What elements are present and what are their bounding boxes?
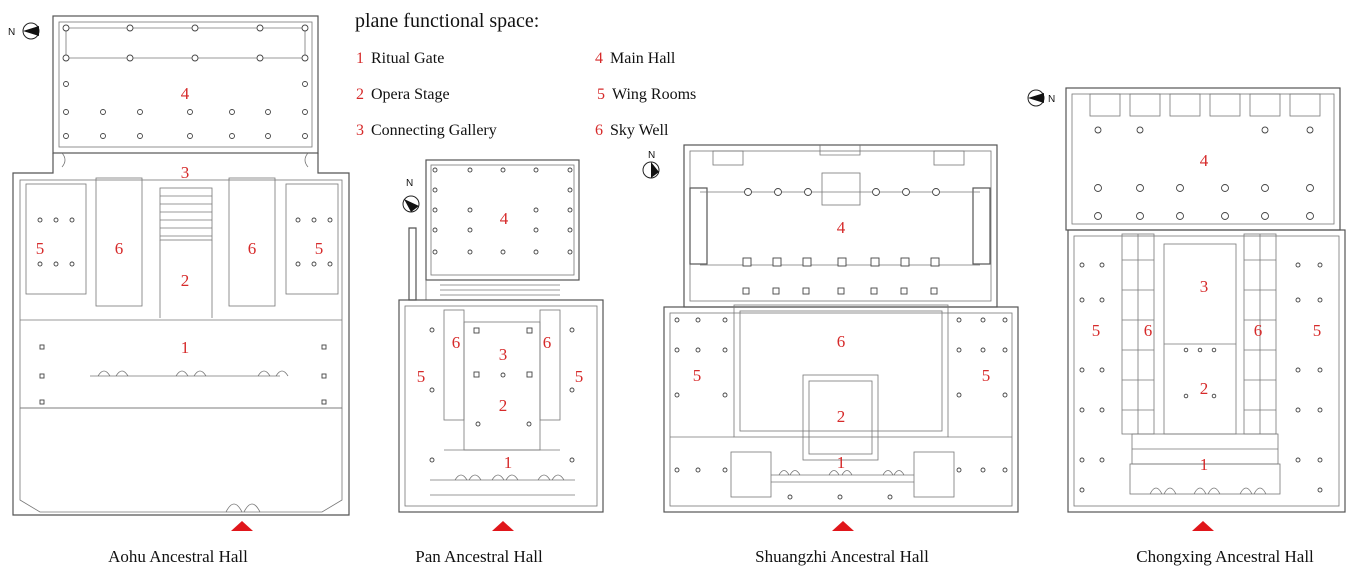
door-icons <box>61 152 309 513</box>
legend-label-3: Connecting Gallery <box>371 122 497 139</box>
gallery-columns <box>429 327 575 463</box>
space-label: 5 <box>982 366 991 385</box>
columns <box>1094 126 1314 220</box>
north-label: N <box>406 178 413 189</box>
space-label: 6 <box>543 333 552 352</box>
space-label: 6 <box>1254 321 1263 340</box>
space-label: 2 <box>181 271 190 290</box>
space-label: 2 <box>837 407 846 426</box>
wing-columns <box>1079 262 1323 493</box>
space-label: 1 <box>504 453 513 472</box>
columns <box>742 188 940 295</box>
space-label: 5 <box>315 239 324 258</box>
legend-num-1: 1 <box>356 50 364 67</box>
space-label: 4 <box>181 84 190 103</box>
space-label: 5 <box>36 239 45 258</box>
legend-num-4: 4 <box>595 50 603 67</box>
north-label: N <box>1048 94 1055 105</box>
space-label: 1 <box>837 453 846 472</box>
paving-grid <box>1122 234 1276 434</box>
legend-num-5: 5 <box>597 86 605 103</box>
space-label: 5 <box>575 367 584 386</box>
space-label: 5 <box>693 366 702 385</box>
legend-label-1: Ritual Gate <box>371 50 444 67</box>
space-label: 6 <box>1144 321 1153 340</box>
north-arrow-icon: N <box>8 22 40 40</box>
plan-caption: Aohu Ancestral Hall <box>108 547 248 566</box>
legend-label-5: Wing Rooms <box>612 86 696 103</box>
space-label: 3 <box>181 163 190 182</box>
plan-aohu: N <box>8 15 350 566</box>
legend-label-4: Main Hall <box>610 50 676 67</box>
legend: plane functional space: 1 Ritual Gate 2 … <box>355 10 696 139</box>
plan-caption: Shuangzhi Ancestral Hall <box>755 547 929 566</box>
space-label: 5 <box>1092 321 1101 340</box>
space-label: 6 <box>452 333 461 352</box>
north-label: N <box>8 27 15 38</box>
plan-pan: N <box>398 159 604 566</box>
north-label: N <box>648 150 655 161</box>
plan-shuangzhi: N <box>642 144 1019 566</box>
north-arrow-icon: N <box>402 178 420 213</box>
bench-blocks <box>1089 93 1321 117</box>
north-arrow-icon: N <box>642 150 660 179</box>
space-label: 6 <box>837 332 846 351</box>
space-label: 3 <box>499 345 508 364</box>
space-label: 5 <box>417 367 426 386</box>
door-icons <box>1149 487 1267 495</box>
space-label: 6 <box>115 239 124 258</box>
entrance-marker-icon <box>492 521 514 531</box>
plan-caption: Pan Ancestral Hall <box>415 547 543 566</box>
entrance-marker-icon <box>1192 521 1214 531</box>
stair-lines <box>160 195 212 237</box>
space-label: 4 <box>837 218 846 237</box>
legend-label-6: Sky Well <box>610 122 669 139</box>
plan-caption: Chongxing Ancestral Hall <box>1136 547 1314 566</box>
door-icons <box>778 470 905 476</box>
space-label: 6 <box>248 239 257 258</box>
space-label: 2 <box>499 396 508 415</box>
space-label: 2 <box>1200 379 1209 398</box>
space-label: 4 <box>500 209 509 228</box>
legend-num-3: 3 <box>356 122 364 139</box>
space-label: 1 <box>1200 455 1209 474</box>
legend-num-2: 2 <box>356 86 364 103</box>
space-label: 5 <box>1313 321 1322 340</box>
wing-columns <box>37 217 333 405</box>
wing-columns <box>674 317 1008 500</box>
legend-num-6: 6 <box>595 122 603 139</box>
door-icons <box>454 474 565 481</box>
legend-title: plane functional space: <box>355 10 539 32</box>
columns <box>432 167 573 255</box>
space-label: 1 <box>181 338 190 357</box>
entrance-marker-icon <box>832 521 854 531</box>
plan-chongxing: N <box>1027 87 1346 566</box>
north-arrow-icon: N <box>1027 89 1055 107</box>
space-label: 4 <box>1200 151 1209 170</box>
entrance-marker-icon <box>231 521 253 531</box>
legend-label-2: Opera Stage <box>371 86 450 103</box>
columns <box>62 24 309 139</box>
space-label: 3 <box>1200 277 1209 296</box>
